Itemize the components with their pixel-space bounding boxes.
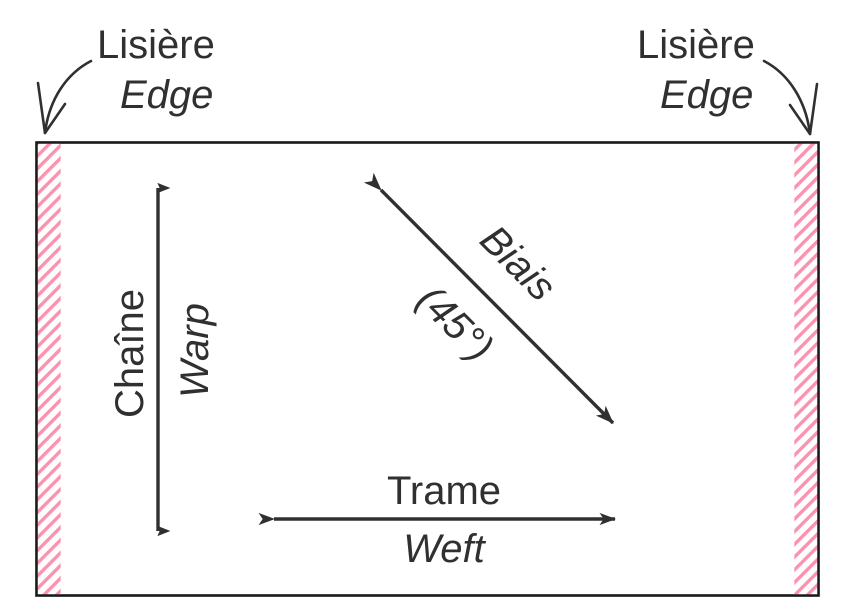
fabric-rectangle-outline: [35, 141, 820, 597]
warp-label-fr: Chaîne: [108, 289, 152, 418]
edge-right-label-fr: Lisière: [637, 23, 755, 67]
edge-pointer-left-head: [36, 81, 67, 135]
selvedge-band-left: [37, 143, 61, 595]
edge-pointer-right-curve: [762, 59, 812, 136]
edge-pointer-right-head: [788, 82, 819, 136]
weft-label-en: Weft: [403, 527, 486, 571]
edge-right-label-en: Edge: [660, 73, 753, 117]
edge-left-label-en: Edge: [120, 73, 213, 117]
weft-label-fr: Trame: [387, 469, 501, 513]
bias-arrow: [363, 172, 615, 425]
edge-left-label-fr: Lisière: [97, 23, 215, 67]
edge-pointer-left-curve: [43, 59, 93, 135]
warp-label-en: Warp: [173, 303, 217, 398]
selvedge-band-right: [794, 143, 818, 595]
